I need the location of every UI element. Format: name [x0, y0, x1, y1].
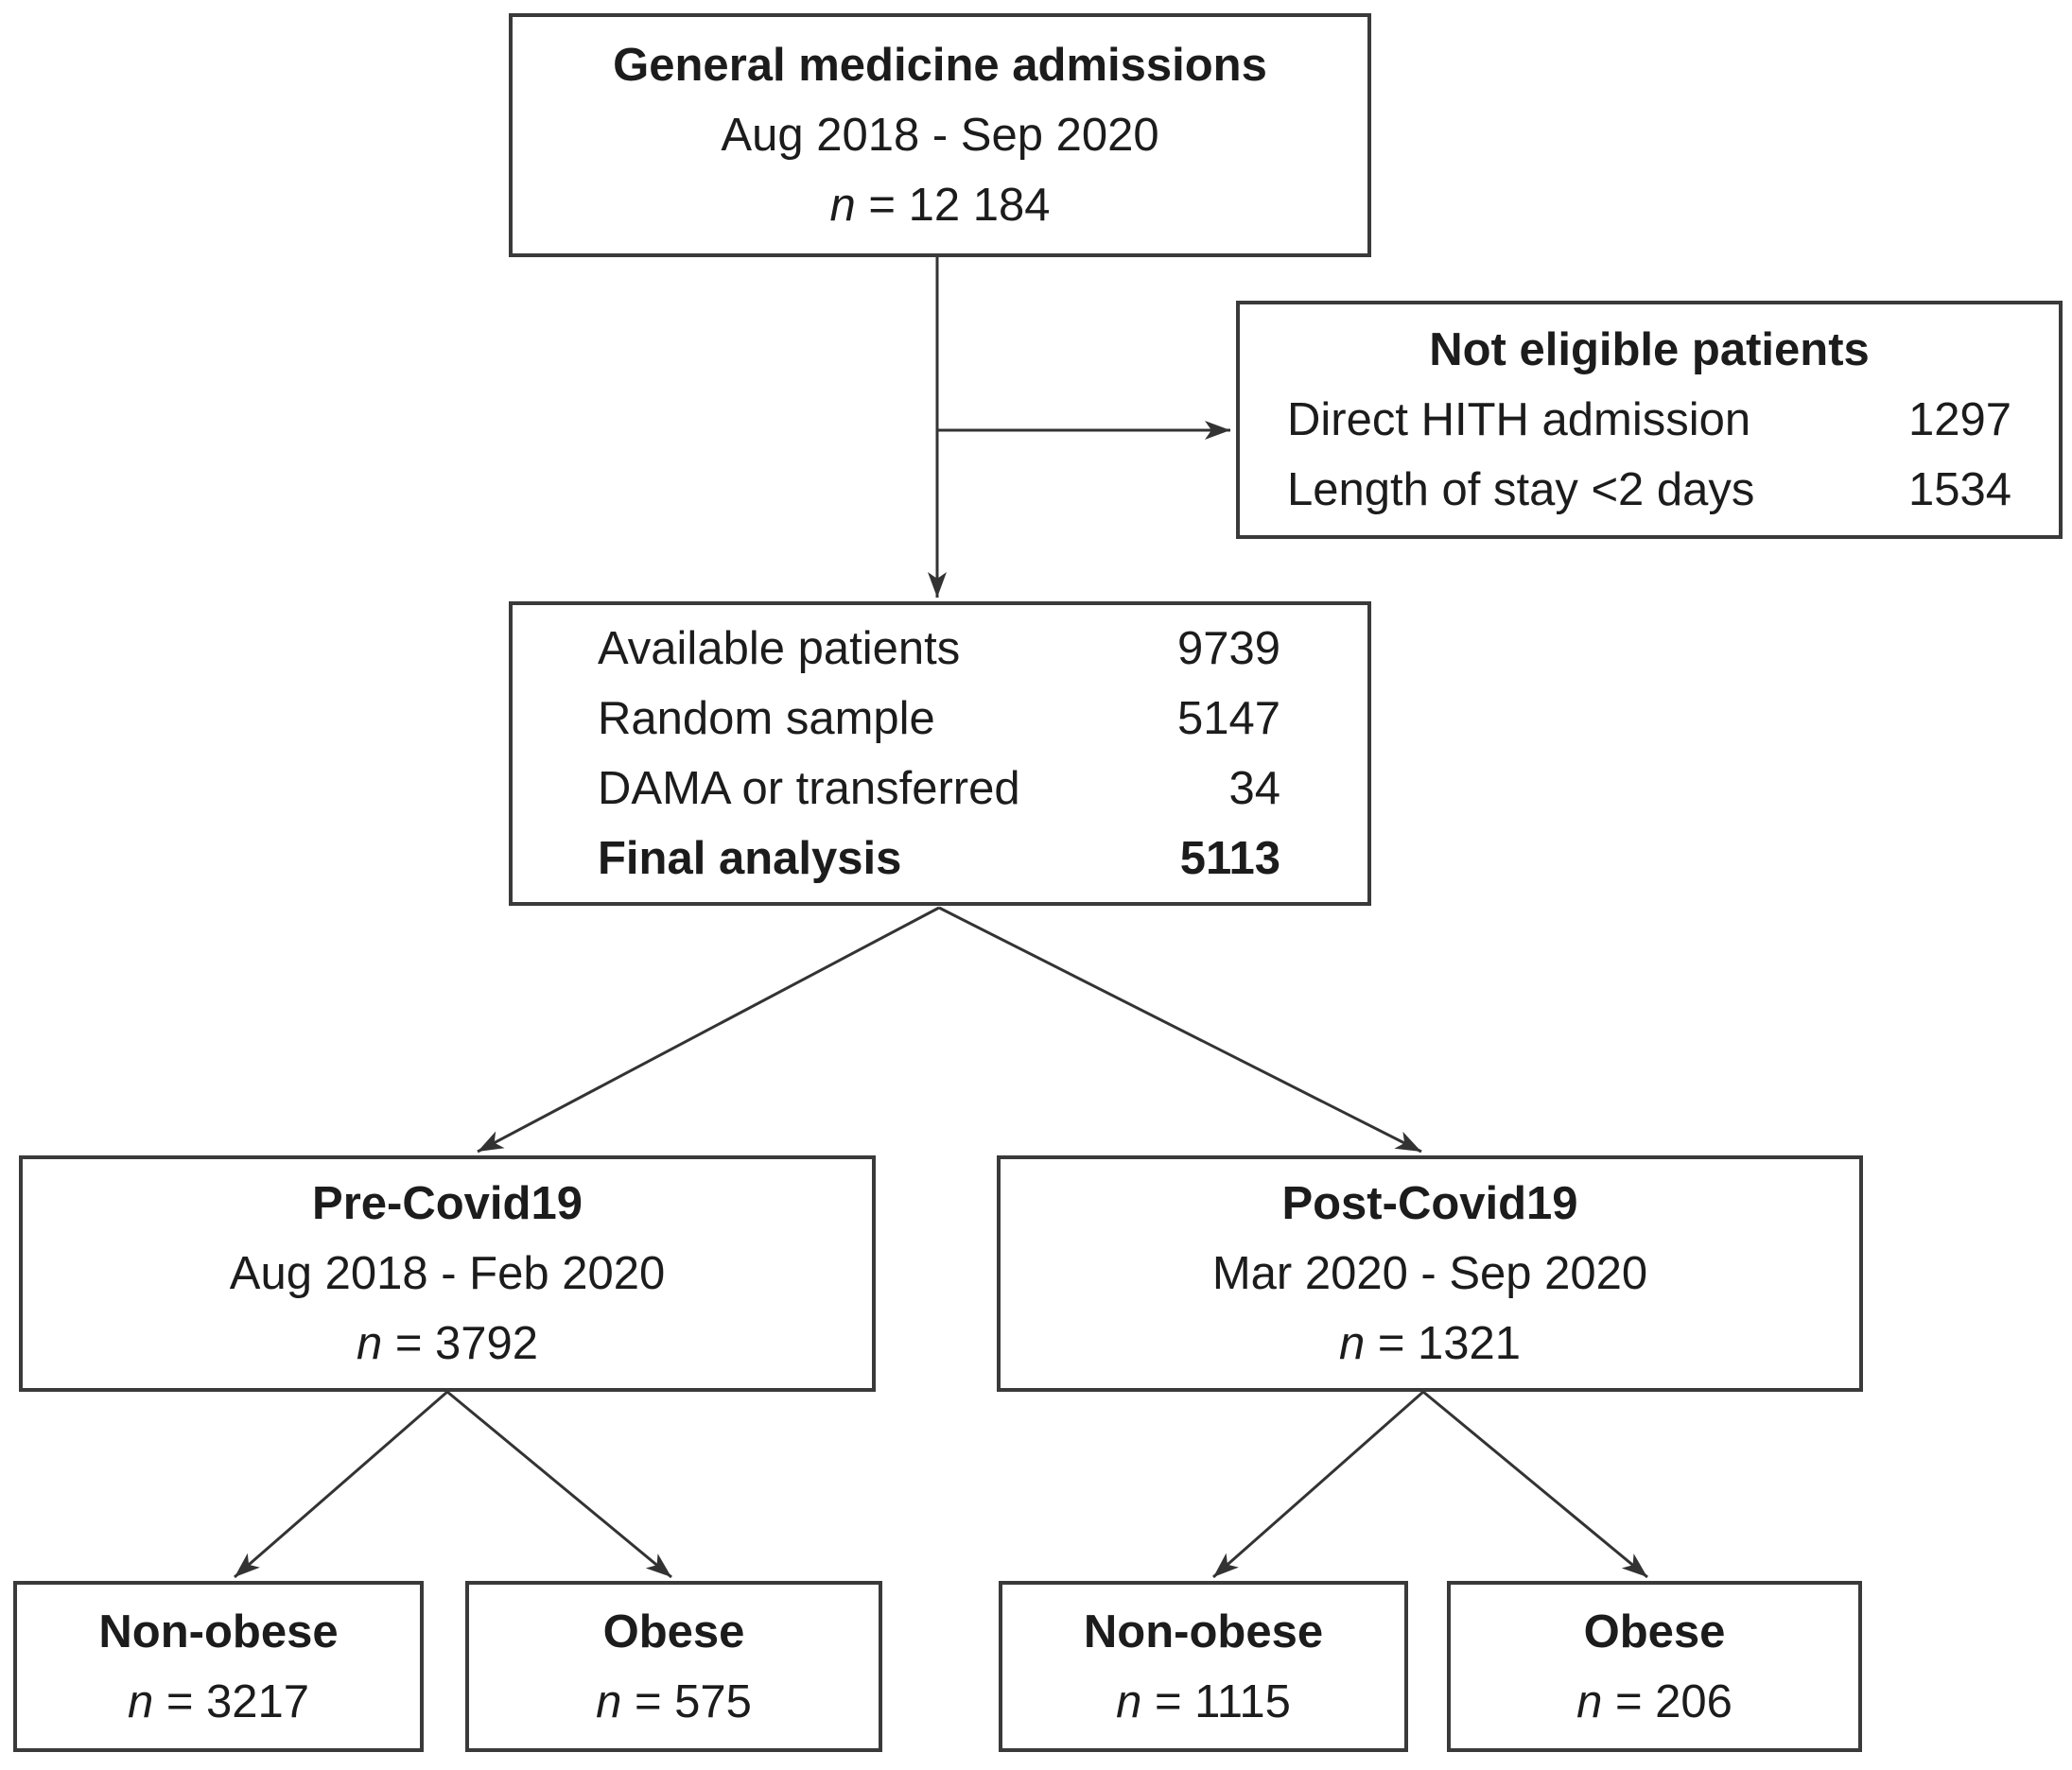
arrow-post-covid-to-obese	[1422, 1390, 1648, 1579]
arrow-pre-covid-to-obese	[446, 1390, 672, 1579]
n-value: = 12 184	[855, 180, 1051, 231]
row-value: 5147	[1176, 693, 1280, 744]
final-analysis-row: Final analysis 5113	[513, 824, 1367, 894]
n-symbol: n	[127, 1675, 154, 1727]
group-count: n = 575	[469, 1667, 879, 1737]
n-symbol: n	[1338, 1318, 1366, 1369]
row-value: 1534	[1907, 464, 2011, 515]
n-symbol: n	[356, 1318, 383, 1369]
row-label: Random sample	[598, 693, 935, 744]
available-row: Random sample 5147	[513, 684, 1367, 754]
group-title: Non-obese	[98, 1605, 339, 1657]
n-value: = 3792	[382, 1318, 539, 1369]
row-label: Length of stay <2 days	[1287, 464, 1755, 515]
arrow-post-covid-to-non-obese	[1212, 1390, 1424, 1579]
post-covid-title: Post-Covid19	[1281, 1178, 1578, 1229]
admissions-title: General medicine admissions	[613, 40, 1267, 91]
row-label: DAMA or transferred	[598, 763, 1020, 814]
group-title: Non-obese	[1083, 1605, 1324, 1657]
n-value: = 1115	[1141, 1675, 1291, 1727]
pre-covid-box: Pre-Covid19 Aug 2018 - Feb 2020 n = 3792	[19, 1155, 876, 1392]
row-value: 34	[1228, 763, 1280, 814]
group-count: n = 206	[1451, 1667, 1858, 1737]
not-eligible-row: Direct HITH admission 1297	[1240, 385, 2059, 455]
n-symbol: n	[829, 180, 856, 231]
arrow-available-to-pre-covid	[477, 906, 940, 1154]
n-symbol: n	[1116, 1675, 1142, 1727]
n-value: = 1321	[1365, 1318, 1522, 1369]
group-title: Obese	[1583, 1605, 1726, 1657]
available-row: DAMA or transferred 34	[513, 754, 1367, 824]
not-eligible-title: Not eligible patients	[1429, 324, 1870, 375]
post-covid-period: Mar 2020 - Sep 2020	[1211, 1248, 1648, 1299]
group-count: n = 1115	[1002, 1667, 1404, 1737]
row-value: 5113	[1179, 833, 1280, 884]
n-value: = 575	[621, 1675, 752, 1727]
n-value: = 206	[1602, 1675, 1732, 1727]
available-row: Available patients 9739	[513, 614, 1367, 684]
not-eligible-box: Not eligible patients Direct HITH admiss…	[1236, 301, 2063, 539]
group-title: Obese	[602, 1605, 745, 1657]
arrow-pre-covid-to-non-obese	[234, 1390, 448, 1579]
post-covid-non-obese-box: Non-obese n = 1115	[999, 1581, 1408, 1752]
not-eligible-row: Length of stay <2 days 1534	[1240, 455, 2059, 525]
n-symbol: n	[596, 1675, 622, 1727]
post-covid-box: Post-Covid19 Mar 2020 - Sep 2020 n = 132…	[997, 1155, 1863, 1392]
row-label: Final analysis	[598, 833, 902, 884]
pre-covid-obese-box: Obese n = 575	[465, 1581, 882, 1752]
admissions-period: Aug 2018 - Sep 2020	[721, 110, 1159, 161]
group-count: n = 3217	[17, 1667, 420, 1737]
row-label: Direct HITH admission	[1287, 394, 1751, 445]
post-covid-count: n = 1321	[1001, 1309, 1859, 1379]
pre-covid-period: Aug 2018 - Feb 2020	[229, 1248, 666, 1299]
n-value: = 3217	[153, 1675, 310, 1727]
available-patients-box: Available patients 9739 Random sample 51…	[509, 601, 1371, 906]
post-covid-obese-box: Obese n = 206	[1447, 1581, 1862, 1752]
row-value: 9739	[1176, 623, 1280, 674]
admissions-count: n = 12 184	[513, 170, 1367, 240]
row-label: Available patients	[598, 623, 961, 674]
pre-covid-count: n = 3792	[23, 1309, 872, 1379]
arrow-available-to-post-covid	[938, 906, 1422, 1154]
pre-covid-title: Pre-Covid19	[312, 1178, 583, 1229]
n-symbol: n	[1576, 1675, 1603, 1727]
row-value: 1297	[1907, 394, 2011, 445]
admissions-box: General medicine admissions Aug 2018 - S…	[509, 13, 1371, 257]
pre-covid-non-obese-box: Non-obese n = 3217	[13, 1581, 424, 1752]
